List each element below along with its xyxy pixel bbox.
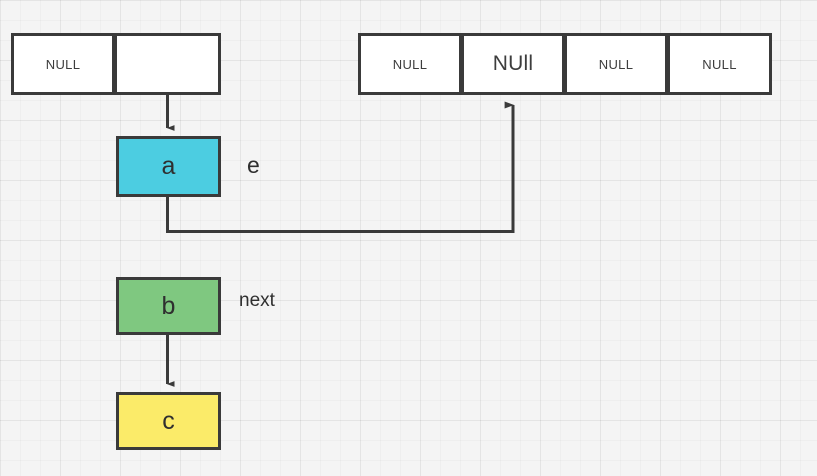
right-array-cell-0[interactable]: NULL bbox=[358, 33, 462, 95]
right-array-cell-3-label: NULL bbox=[702, 56, 737, 72]
label-e: e bbox=[247, 152, 260, 179]
left-array-cell-0[interactable]: NULL bbox=[11, 33, 115, 95]
label-next-text: next bbox=[239, 290, 275, 311]
right-array-cell-0-label: NULL bbox=[392, 56, 428, 72]
left-array-cell-0-label: NULL bbox=[45, 56, 81, 72]
node-c-label: c bbox=[162, 406, 175, 435]
node-b[interactable]: b bbox=[116, 277, 221, 335]
left-array-cell-1[interactable] bbox=[114, 33, 221, 95]
label-next: next bbox=[239, 290, 275, 312]
right-array-cell-2-label: NULL bbox=[598, 56, 634, 72]
node-a-label: a bbox=[161, 152, 176, 180]
right-array-cell-1-label: NUll bbox=[492, 52, 534, 75]
label-e-text: e bbox=[247, 152, 260, 178]
right-array-cell-1[interactable]: NUll bbox=[461, 33, 565, 95]
node-c[interactable]: c bbox=[116, 392, 221, 450]
right-array-cell-2[interactable]: NULL bbox=[564, 33, 668, 95]
node-b-label: b bbox=[161, 291, 176, 320]
node-a[interactable]: a bbox=[116, 136, 221, 197]
right-array-cell-3[interactable]: NULL bbox=[667, 33, 772, 95]
